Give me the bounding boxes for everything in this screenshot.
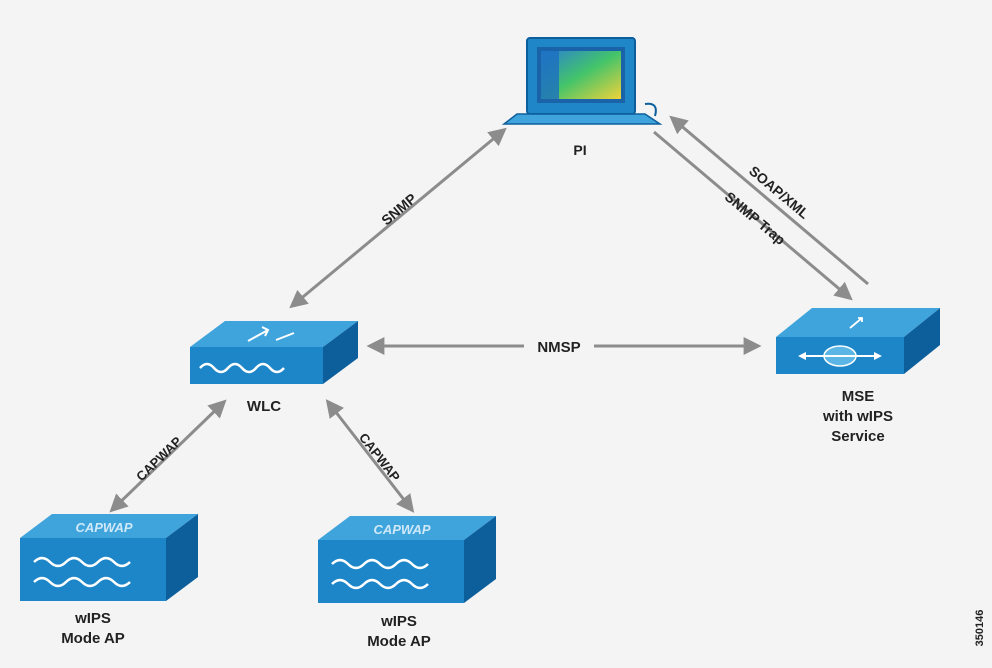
- mse-label-line-3: Service: [831, 428, 884, 445]
- access-point-icon: CAPWAP: [318, 516, 496, 603]
- wlc-node: WLC: [190, 321, 358, 415]
- ap-left-node: CAPWAP wIPS Mode AP: [20, 514, 198, 647]
- ap-right-label-line-2: Mode AP: [367, 633, 431, 650]
- link-label-nmsp: NMSP: [537, 339, 580, 356]
- mse-label-line-1: MSE: [842, 388, 875, 405]
- ap-right-node: CAPWAP wIPS Mode AP: [318, 516, 496, 650]
- laptop-icon: [501, 37, 663, 125]
- link-label-capwap-left: CAPWAP: [133, 433, 185, 484]
- link-mse-pi-soap: SOAP/XML: [669, 115, 869, 286]
- pi-label: PI: [573, 142, 586, 158]
- link-wlc-ap-right: CAPWAP: [325, 399, 415, 513]
- link-wlc-pi: SNMP: [289, 127, 507, 309]
- ap-left-label-line-2: Mode AP: [61, 630, 125, 647]
- link-wlc-ap-left: CAPWAP: [109, 399, 227, 513]
- mobility-services-engine-icon: [776, 308, 940, 374]
- link-label-snmp: SNMP: [378, 190, 419, 228]
- access-point-icon: CAPWAP: [20, 514, 198, 601]
- mse-node: MSE with wIPS Service: [776, 308, 940, 445]
- ap-left-label-line-1: wIPS: [74, 610, 111, 627]
- link-label-capwap-right: CAPWAP: [356, 430, 403, 484]
- ap-left-badge: CAPWAP: [75, 520, 132, 535]
- link-mse-pi-snmp-trap: SNMP Trap: [653, 130, 853, 301]
- wireless-lan-controller-icon: [190, 321, 358, 384]
- link-wlc-mse: NMSP: [366, 336, 762, 356]
- ap-right-label-line-1: wIPS: [380, 613, 417, 630]
- wlc-label: WLC: [247, 398, 281, 415]
- ap-right-badge: CAPWAP: [373, 522, 430, 537]
- pi-node: PI: [501, 37, 663, 158]
- mse-label-line-2: with wIPS: [822, 408, 893, 425]
- figure-id: 350146: [974, 610, 986, 647]
